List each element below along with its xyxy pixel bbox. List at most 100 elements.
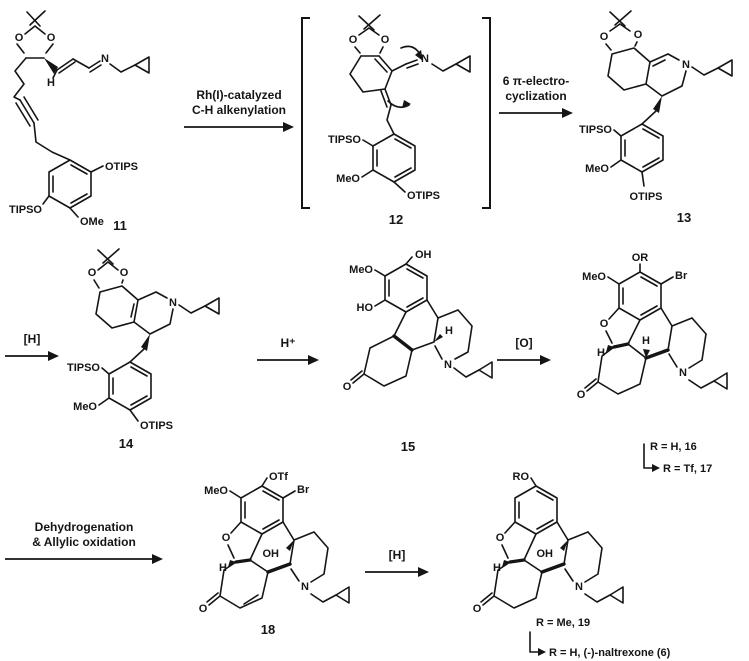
compound-number: 12 <box>389 212 403 227</box>
compound-14: O O N TIPSO MeO OTIPS 14 <box>58 248 254 465</box>
atom-label-o: O <box>15 32 24 44</box>
variant-label-16: R = H, 16 <box>650 441 697 453</box>
atom-label-furan-o: O <box>496 532 505 544</box>
atom-label-furan-o: O <box>600 318 609 330</box>
bracket-left <box>301 17 310 209</box>
arrow-condition-line: C-H alkenylation <box>191 103 287 117</box>
compound-16-17: OR Br MeO O H H N O R = H, 16 R = Tf, 17 <box>556 250 749 495</box>
reaction-arrow-alkenylation: Rh(I)-catalyzed C-H alkenylation <box>183 88 295 133</box>
arrow-condition-line: [H] <box>23 332 41 346</box>
atom-label-o: O <box>88 267 97 279</box>
arrow-graphic <box>499 108 573 118</box>
compound-18-structure: OTf Br MeO O OH H N O 18 <box>199 471 350 637</box>
atom-label-ketone-o: O <box>343 381 352 393</box>
atom-label-otips: OTIPS <box>140 420 173 432</box>
bond-skeleton <box>480 477 624 656</box>
bond-skeleton <box>605 10 733 187</box>
arrow-graphic <box>5 351 59 361</box>
atom-label-h: H <box>445 325 453 337</box>
compound-number: 14 <box>119 436 134 451</box>
arrow-condition-line: Dehydrogenation <box>34 520 134 534</box>
atom-label-otips: OTIPS <box>629 191 662 203</box>
atom-label-n: N <box>421 53 429 65</box>
reaction-arrow-reduction-1: [H] <box>4 332 60 362</box>
arrow-condition-line: & Allylic oxidation <box>32 535 136 549</box>
atom-label-ome: OMe <box>80 216 104 228</box>
atom-label-n: N <box>679 367 687 379</box>
variant-label-19: R = Me, 19 <box>536 617 590 629</box>
atom-label-or: OR <box>632 252 649 264</box>
arrow-condition-line: [H] <box>388 548 406 562</box>
atom-label-o: O <box>120 267 129 279</box>
atom-label-o: O <box>600 31 609 43</box>
variant-label-17: R = Tf, 17 <box>663 463 712 475</box>
atom-label-meo: MeO <box>349 264 373 276</box>
atom-label-br: Br <box>297 484 310 496</box>
atom-label-otips: OTIPS <box>105 161 138 173</box>
atom-label-meo: MeO <box>582 271 606 283</box>
reaction-arrow-oxidation: [O] <box>496 336 552 366</box>
atom-label-furan-o: O <box>222 532 231 544</box>
atom-label-ketone-o: O <box>577 389 586 401</box>
atom-label-h: H <box>642 335 650 347</box>
atom-label-o: O <box>381 34 390 46</box>
compound-13-structure: O O N TIPSO MeO OTIPS 13 <box>579 10 733 225</box>
compound-15-structure: OH MeO HO H N O 15 <box>343 249 493 454</box>
arrow-condition-line: 6 π-electro- <box>502 74 570 88</box>
atom-label-h: H <box>219 562 227 574</box>
bond-skeleton <box>13 10 150 218</box>
arrow-graphic <box>257 355 319 365</box>
atom-label-meo: MeO <box>73 401 97 413</box>
compound-12-structure: O O N TIPSO MeO OTIPS 12 <box>301 14 491 227</box>
atom-label-o: O <box>349 34 358 46</box>
arrow-graphic <box>365 567 429 577</box>
atom-label-tipso: TIPSO <box>328 134 361 146</box>
compound-12: O O N TIPSO MeO OTIPS 12 <box>295 4 497 237</box>
atom-label-ro: RO <box>513 471 530 483</box>
reaction-arrow-dehydrogenation: Dehydrogenation & Allylic oxidation <box>4 520 164 565</box>
atom-label-n: N <box>169 297 177 309</box>
atom-label-tipso: TIPSO <box>9 204 42 216</box>
atom-label-oh: OH <box>537 548 554 560</box>
compound-14-structure: O O N TIPSO MeO OTIPS 14 <box>67 248 220 451</box>
bond-skeleton <box>349 14 471 193</box>
atom-label-o: O <box>634 29 643 41</box>
arrow-graphic <box>5 554 163 564</box>
atom-label-h: H <box>597 347 605 359</box>
compound-number: 11 <box>113 218 127 233</box>
atom-label-n: N <box>301 581 309 593</box>
atom-label-oh: OH <box>263 548 280 560</box>
bond-skeleton <box>206 477 350 609</box>
compound-19-structure: RO O OH H N O R = Me, 19 R = H, (-)-nalt… <box>473 471 671 659</box>
compound-11: O O H N OTIPS OMe TIPSO 11 <box>2 4 187 244</box>
atom-label-n: N <box>101 53 109 65</box>
arrow-condition-line: [O] <box>515 336 533 350</box>
atom-label-br: Br <box>675 270 688 282</box>
atom-label-n: N <box>682 59 690 71</box>
atom-label-o: O <box>47 32 56 44</box>
bracket-right <box>482 17 491 209</box>
atom-label-n: N <box>575 581 583 593</box>
atom-label-meo: MeO <box>204 485 228 497</box>
arrow-graphic <box>184 122 294 132</box>
bond-skeleton <box>584 263 728 472</box>
atom-label-meo: MeO <box>336 173 360 185</box>
atom-label-ketone-o: O <box>199 603 208 615</box>
atom-label-meo: MeO <box>585 163 609 175</box>
atom-label-h: H <box>47 77 55 89</box>
reaction-arrow-reduction-2: [H] <box>364 548 430 578</box>
atom-label-oh: OH <box>415 249 432 261</box>
compound-19-naltrexone: RO O OH H N O R = Me, 19 R = H, (-)-nalt… <box>438 468 748 661</box>
compound-13: O O N TIPSO MeO OTIPS 13 <box>576 8 748 243</box>
compound-18: OTf Br MeO O OH H N O 18 <box>166 468 362 661</box>
atom-label-tipso: TIPSO <box>579 124 612 136</box>
arrow-condition-line: cyclization <box>505 89 567 103</box>
arrow-condition-line: Rh(I)-catalyzed <box>196 88 282 102</box>
atom-label-tipso: TIPSO <box>67 362 100 374</box>
atom-label-otips: OTIPS <box>407 190 440 202</box>
arrow-condition-line: H⁺ <box>280 336 296 350</box>
compound-11-structure: O O H N OTIPS OMe TIPSO 11 <box>9 10 150 233</box>
compound-16-17-structure: OR Br MeO O H H N O R = H, 16 R = Tf, 17 <box>577 252 728 475</box>
atom-label-ho: HO <box>357 302 374 314</box>
